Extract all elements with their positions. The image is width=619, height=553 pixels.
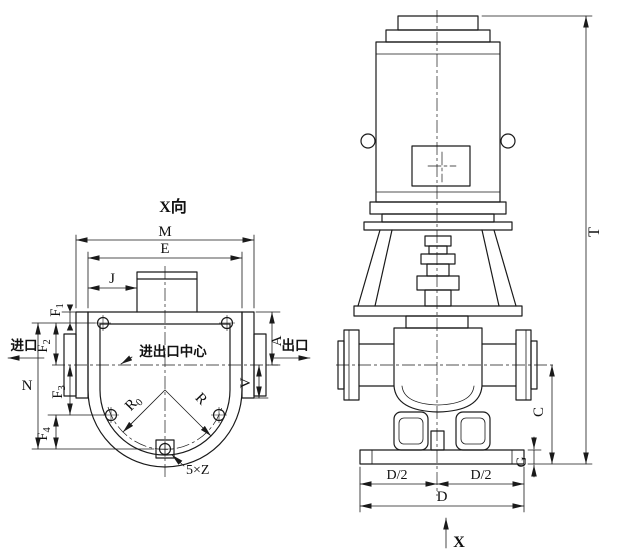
lantern-bracket — [353, 221, 523, 317]
left-foot-inner — [398, 417, 424, 445]
dim-label-G: G — [514, 456, 530, 467]
dim-M-extensions — [75, 234, 255, 309]
dim-label-F4: F4 — [35, 426, 53, 440]
fan-cover — [385, 29, 491, 43]
dim-label-D-half-right: D/2 — [471, 468, 492, 483]
coupling-upper — [424, 235, 452, 247]
dim-label-T: T — [586, 227, 603, 237]
dim-J: J — [87, 271, 138, 291]
dim-label-J: J — [109, 271, 115, 287]
right-foot-inner — [460, 417, 486, 445]
dim-label-r0: R0 — [122, 392, 146, 415]
r-leader — [164, 389, 212, 437]
dim-A: A — [255, 311, 285, 366]
dim-D-group: D/2 D/2 D — [359, 466, 525, 513]
dim-F1-arrow-bottom — [66, 323, 74, 331]
top-boss — [136, 271, 198, 313]
volute-inner-line — [401, 385, 475, 406]
bracket-right-leg — [481, 229, 517, 307]
base-plate-ribs — [371, 449, 513, 465]
bolt-note-label: 5×Z — [186, 463, 209, 478]
motor — [360, 15, 516, 223]
dim-label-F2: F2 — [35, 339, 53, 353]
dim-label-N: N — [22, 378, 33, 394]
seal-housing — [424, 289, 452, 307]
lifting-lug-left — [360, 133, 376, 149]
dim-M: M — [75, 224, 255, 309]
right-view-centerlines — [336, 10, 556, 496]
terminal-box-centermark — [427, 151, 457, 183]
left-flange-plate — [75, 311, 89, 399]
dim-T: T — [481, 15, 603, 465]
bottom-bolt-boss — [155, 439, 175, 459]
dim-label-r: R — [192, 390, 210, 408]
dim-label-F3: F3 — [50, 385, 68, 399]
dim-label-M: M — [158, 224, 171, 240]
bolt-holes — [95, 315, 235, 459]
volute-bottom — [393, 385, 483, 413]
right-view: T C G D/2 D/2 D X — [336, 10, 603, 551]
dim-N-extensions — [31, 322, 155, 450]
dim-F1-arrow-top — [66, 304, 74, 312]
dim-A-extensions — [255, 311, 281, 366]
dim-label-E: E — [160, 241, 169, 257]
port-center-note-group: 进出口中心 — [120, 343, 207, 365]
dim-N: N — [22, 322, 155, 450]
bracket-left-leg — [357, 229, 393, 307]
outlet-label-group: 出口 — [273, 337, 311, 361]
dim-label-V: V — [238, 377, 254, 388]
bolt-note-leader — [171, 454, 185, 467]
left-view: R0 R 5×Z X向 进口 出口 进出口中心 M — [7, 197, 311, 480]
casing-outer-contour — [87, 311, 243, 468]
volute-walls — [393, 327, 483, 387]
dim-label-D: D — [437, 489, 448, 505]
dim-F4: F4 — [35, 414, 59, 450]
right-flange-face — [530, 340, 538, 390]
port-center-note: 进出口中心 — [139, 343, 207, 359]
hole-center-marks — [95, 315, 235, 457]
bolt-note-group: 5×Z — [171, 454, 209, 478]
dim-label-F1: F1 — [48, 303, 66, 317]
dim-label-D-half-left: D/2 — [387, 468, 408, 483]
view-title: X向 — [159, 197, 187, 216]
dim-C: C — [531, 364, 555, 465]
bracket-bottom-plate — [353, 305, 523, 317]
dim-V: V — [238, 364, 269, 399]
dim-T-extensions — [481, 15, 593, 465]
seal-gland — [416, 275, 460, 291]
suction-discharge-pipe — [358, 343, 517, 387]
dim-label-A: A — [269, 335, 285, 346]
motor-flange — [369, 201, 507, 215]
shaft-sleeve — [426, 263, 450, 277]
r0-leader — [122, 389, 166, 433]
inlet-label: 进口 — [11, 338, 38, 353]
terminal-box — [411, 145, 471, 187]
dim-E-extensions — [87, 251, 243, 309]
dim-E: E — [87, 241, 243, 309]
dim-F2: F2 — [35, 322, 59, 366]
motor-body-seams — [375, 53, 501, 193]
coupling-lower — [420, 253, 456, 265]
dim-G: G — [514, 436, 542, 478]
fan-cover-cap — [397, 15, 479, 31]
pump-base — [359, 411, 525, 465]
motor-spacer — [381, 213, 495, 223]
bracket-top-plate — [363, 221, 513, 231]
port-center-leader — [120, 355, 133, 365]
lifting-lug-right — [500, 133, 516, 149]
drain-stub — [430, 430, 445, 451]
view-direction-label: X — [453, 534, 465, 551]
left-flange-face — [337, 340, 345, 390]
view-direction-group: X — [443, 517, 465, 551]
pump-casing — [337, 315, 538, 413]
dim-label-C: C — [531, 407, 547, 417]
outlet-label: 出口 — [282, 337, 309, 353]
coupling-spacer — [428, 245, 448, 255]
base-plate — [359, 449, 525, 465]
dim-F1: F1 — [48, 303, 77, 331]
motor-body — [375, 41, 501, 203]
radius-leaders: R0 R — [122, 389, 212, 437]
coupling-and-seal — [416, 235, 460, 307]
